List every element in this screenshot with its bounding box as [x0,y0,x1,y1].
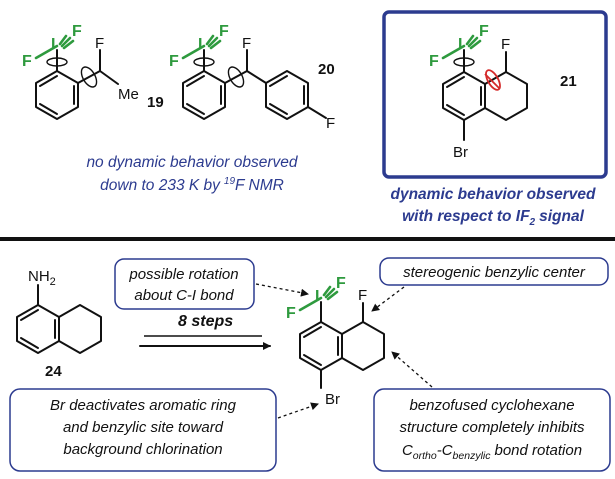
fluorine-label: F [286,305,296,322]
compound-number: 21 [560,73,577,90]
fluorine-label: F [326,115,335,132]
note-bromine: Br deactivates aromatic ring and benzyli… [9,388,319,472]
compound-number: 19 [147,94,164,111]
caption-line: dynamic behavior observed [390,186,596,203]
iodine-label: I [198,36,202,53]
compound-20: I F F F F 20 [169,23,335,132]
iodine-label: I [315,288,319,305]
note-line: stereogenic benzylic center [403,264,586,281]
fluorine-label: F [242,35,251,52]
note-line: Br deactivates aromatic ring [50,397,237,414]
methyl-label: Me [118,86,139,103]
fluorine-label: F [95,35,104,52]
reaction-arrow: 8 steps [139,313,271,350]
product-structure: I F F F Br [286,275,385,408]
iodine-label: I [51,36,55,53]
fluorine-label: F [22,53,32,70]
fluorine-label: F [358,287,367,304]
note-line: background chlorination [63,441,222,458]
fluorine-label: F [72,23,82,40]
amine-label: NH2 [28,268,56,288]
note-line: about C-I bond [134,287,234,304]
section-divider [0,237,615,241]
compound-24: NH2 24 [16,268,102,380]
note-line: and benzylic site toward [63,419,224,436]
note-rotation: possible rotation about C-I bond [114,258,309,310]
compound-21: I F F F Br 21 [429,23,577,161]
arrow-label: 8 steps [178,313,233,330]
dynamic-caption: dynamic behavior observed with respect t… [390,186,596,228]
no-dynamic-caption: no dynamic behavior observed down to 233… [86,154,298,194]
fluorine-label: F [219,23,229,40]
bromine-label: Br [453,144,468,161]
note-line: structure completely inhibits [399,419,585,436]
note-stereogenic: stereogenic benzylic center [371,257,609,312]
fluorine-label: F [169,53,179,70]
fluorine-label: F [479,23,489,40]
iodine-label: I [458,36,462,53]
note-line: possible rotation [128,266,238,283]
compound-19: I F F F Me 19 [22,23,164,120]
fluorine-label: F [501,36,510,53]
caption-line: no dynamic behavior observed [86,154,298,171]
compound-number: 24 [45,363,62,380]
highlight-box [382,10,608,179]
fluorine-label: F [429,53,439,70]
note-benzofused: benzofused cyclohexane structure complet… [373,351,611,472]
note-line: benzofused cyclohexane [409,397,574,414]
compound-number: 20 [318,61,335,78]
fluorine-label: F [336,275,346,292]
bromine-label: Br [325,391,340,408]
